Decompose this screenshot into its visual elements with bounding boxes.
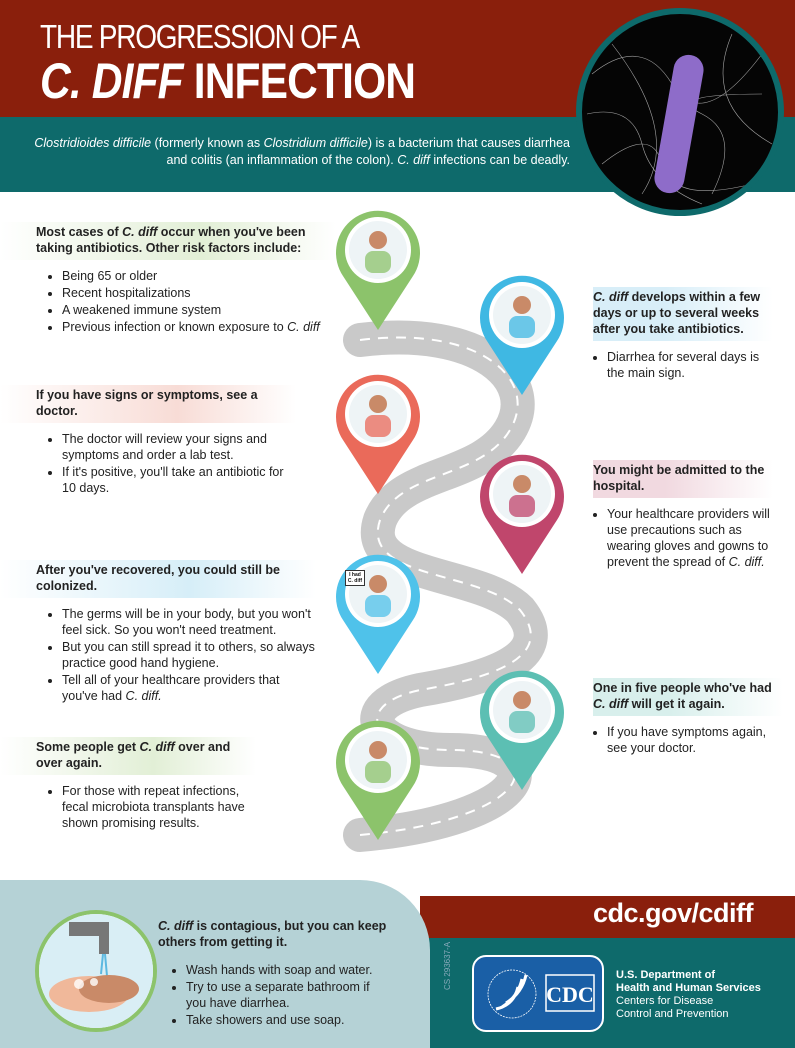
bacterium-image — [576, 8, 784, 216]
title-line-2: C. DIFF INFECTION — [40, 53, 416, 109]
patient-sign-text: I had C. diff — [345, 570, 365, 586]
step-heading: If you have signs or symptoms, see a doc… — [0, 385, 296, 423]
step-heading: Some people get C. diff over and over ag… — [0, 737, 256, 775]
footer-url-banner — [420, 896, 795, 938]
map-pin-microscope-icon — [333, 718, 423, 840]
map-pin-hospital-icon — [477, 452, 567, 574]
map-pin-sick-elderly-woman-icon — [477, 668, 567, 790]
cdc-url-link[interactable]: cdc.gov/cdiff — [592, 898, 754, 928]
step-antibiotics: Most cases of C. diff occur when you've … — [0, 222, 336, 336]
map-pin-patient-and-doctor-icon: I had C. diff — [333, 552, 423, 674]
prevention-text: C. diff is contagious, but you can keep … — [158, 918, 408, 1029]
step-heading: You might be admitted to the hospital. — [593, 460, 773, 498]
title-line-1: THE PROGRESSION OF A — [40, 18, 360, 55]
step-heading: C. diff develops within a few days or up… — [593, 287, 773, 341]
cdc-logo-text: CDC — [546, 982, 594, 1007]
step-see-doctor: If you have signs or symptoms, see a doc… — [0, 385, 296, 497]
map-pin-patient-with-pills-icon — [333, 208, 423, 330]
step-recurrence: One in five people who've had C. diff wi… — [593, 678, 783, 757]
step-heading: Most cases of C. diff occur when you've … — [0, 222, 336, 260]
document-code: CS 293637-A — [443, 941, 452, 990]
map-pin-doctor-icon — [333, 372, 423, 494]
step-repeat-infections: Some people get C. diff over and over ag… — [0, 737, 256, 832]
map-pin-person-on-toilet-icon — [477, 273, 567, 395]
prevention-heading: C. diff is contagious, but you can keep … — [158, 919, 387, 949]
step-develops: C. diff develops within a few days or up… — [593, 287, 773, 382]
handwashing-icon — [35, 910, 157, 1032]
step-colonized: After you've recovered, you could still … — [0, 560, 316, 705]
winding-road — [343, 320, 548, 852]
step-hospital: You might be admitted to the hospital. Y… — [593, 460, 773, 571]
step-heading: After you've recovered, you could still … — [0, 560, 316, 598]
step-heading: One in five people who've had C. diff wi… — [593, 678, 783, 716]
hhs-cdc-logo: CDC — [472, 955, 604, 1032]
intro-text: Clostridioides difficile (formerly known… — [34, 136, 570, 167]
